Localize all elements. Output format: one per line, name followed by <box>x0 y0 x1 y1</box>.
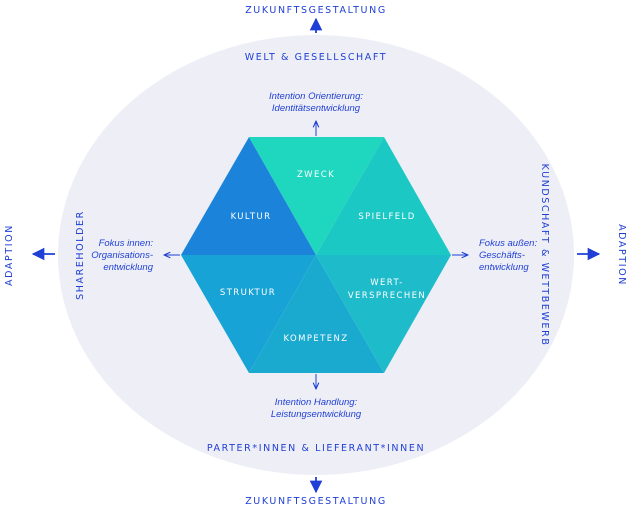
segment-label-struktur: STRUKTUR <box>220 288 276 298</box>
segment-label-kompetenz: KOMPETENZ <box>284 334 349 344</box>
segment-label-wertversprechen-1: WERT- <box>370 278 404 288</box>
outer-label-right: ADAPTION <box>616 224 627 286</box>
ring-label-bottom: PARTER*INNEN & LIEFERANT*INNEN <box>207 443 425 454</box>
segment-kultur <box>181 137 316 255</box>
note-bottom-line1: Intention Handlung: <box>275 397 358 408</box>
note-right-line3: entwicklung <box>479 262 529 273</box>
segment-struktur <box>181 255 316 373</box>
segment-label-zweck: ZWECK <box>297 170 335 180</box>
ring-label-left: SHAREHOLDER <box>75 210 86 300</box>
segment-kompetenz <box>249 255 384 373</box>
ring-label-right: KUNDSCHAFT & WETTBEWERB <box>539 164 550 347</box>
outer-label-top: ZUKUNFTSGESTALTUNG <box>245 5 387 16</box>
note-left-line2: Organisations- <box>91 250 153 261</box>
note-left-line3: entwicklung <box>103 262 153 273</box>
ring-label-top: WELT & GESELLSCHAFT <box>245 52 387 63</box>
note-bottom-line2: Leistungsentwicklung <box>271 409 362 420</box>
note-left-line1: Fokus innen: <box>99 238 154 249</box>
segment-label-kultur: KULTUR <box>231 212 272 222</box>
note-top-line2: Identitätsentwicklung <box>272 103 361 114</box>
segment-spielfeld <box>316 137 451 255</box>
outer-label-left: ADAPTION <box>4 224 15 286</box>
outer-label-bottom: ZUKUNFTSGESTALTUNG <box>245 496 387 507</box>
segment-label-spielfeld: SPIELFELD <box>358 212 415 222</box>
segment-wertversprechen <box>316 255 451 373</box>
segment-zweck <box>249 137 384 255</box>
note-right-line1: Fokus außen: <box>479 238 537 249</box>
note-right-line2: Geschäfts- <box>479 250 525 261</box>
note-top-line1: Intention Orientierung: <box>269 91 363 102</box>
segment-label-wertversprechen-2: VERSPRECHEN <box>348 291 426 301</box>
